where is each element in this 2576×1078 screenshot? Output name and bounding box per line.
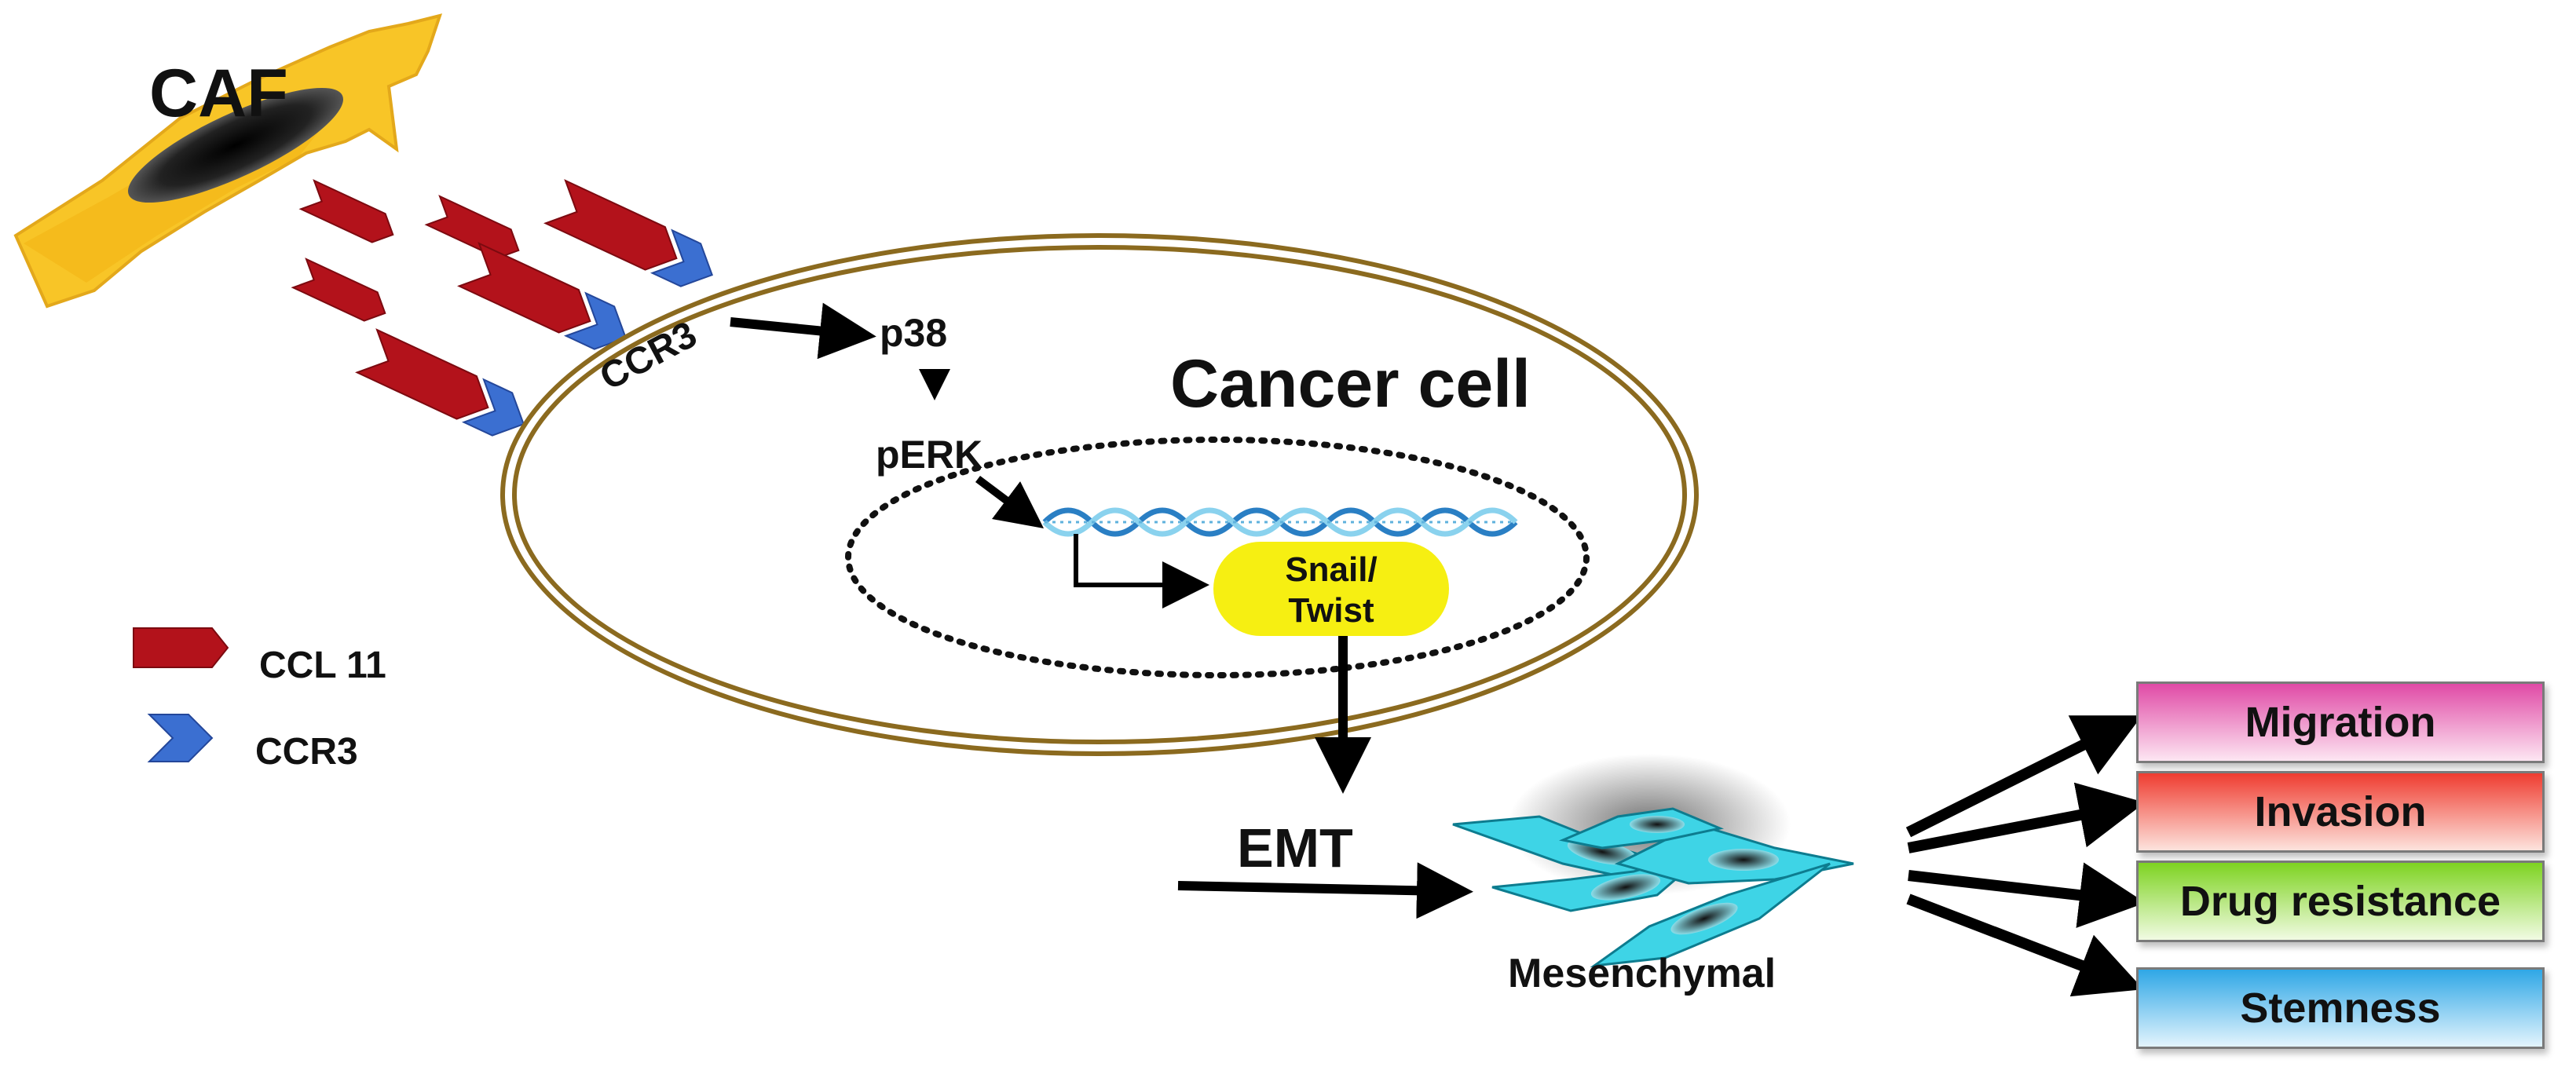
ccr3-to-p38-arrow [730,302,876,360]
legend-ccl11-shape [133,627,229,668]
mesenchymal-cells [1452,754,1854,968]
perk-to-dna-arrow [975,476,1044,528]
outcome-migration: Migration [2136,682,2545,763]
snail-twist-label: Snail/ Twist [1213,550,1449,631]
p38-label: p38 [880,311,948,355]
transcription-arrow [1074,534,1209,608]
caf-label: CAF [149,56,288,131]
legend-ccr3-shape [147,714,214,762]
mesenchymal-label: Mesenchymal [1508,951,1776,996]
outcome-migration-label: Migration [2245,699,2436,746]
outcome-invasion: Invasion [2136,771,2545,853]
twist-label: Twist [1288,591,1374,630]
snail-twist-pill [1213,542,1449,636]
cancer-cell-label: Cancer cell [1170,346,1531,422]
emt-label: EMT [1237,817,1353,879]
p38-to-perk-arrowhead [919,369,950,400]
outcome-stemness-label: Stemness [2240,985,2441,1032]
outcome-drug-resistance: Drug resistance [2136,861,2545,942]
dna-helix [1042,507,1518,537]
perk-label: pERK [876,433,983,477]
outcome-invasion-label: Invasion [2254,788,2427,835]
legend-ccr3-label: CCR3 [255,731,358,773]
outcome-drug-resistance-label: Drug resistance [2179,878,2501,925]
snail-label: Snail/ [1285,550,1378,589]
outcome-stemness: Stemness [2136,967,2545,1049]
nucleus-boundary [845,437,1590,678]
cancer-cell-membrane [500,233,1699,756]
ccl11-ccr3-pairs [291,179,713,437]
legend [133,627,229,762]
outcome-arrows [1905,715,2146,997]
emt-arrow [1177,862,1473,919]
legend-ccl11-label: CCL 11 [259,645,386,686]
caf-cell [13,13,443,309]
